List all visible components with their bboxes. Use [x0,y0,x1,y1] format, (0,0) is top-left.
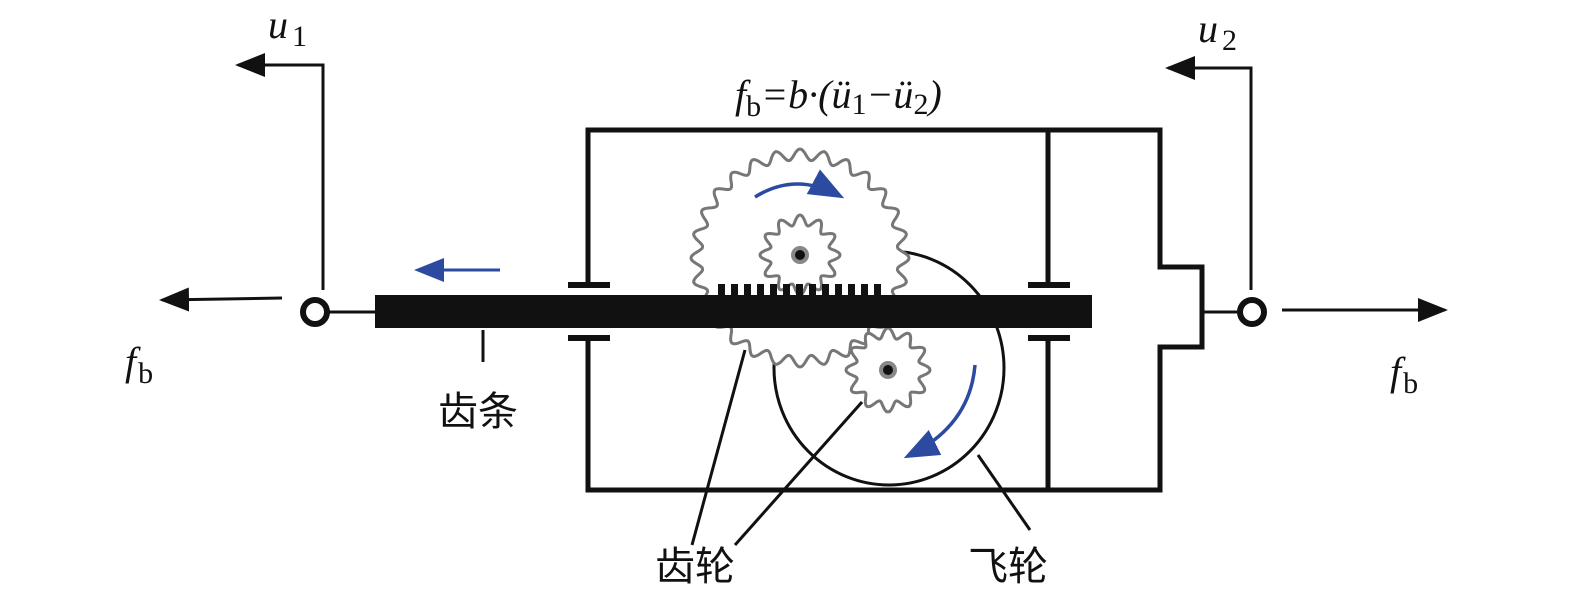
housing [585,127,1205,493]
gear-rotation-arrow [754,169,845,199]
rack-tooth [757,284,764,296]
rack-tooth [809,284,816,296]
u1-arrow [235,53,325,290]
rack-tooth [822,284,829,296]
flywheel-rotation-arrow [903,364,977,459]
right-terminal [1237,297,1267,327]
leader-lines [481,330,1032,546]
rack-tooth [796,284,803,296]
rack-tooth [861,284,868,296]
rack-bar [375,295,1092,328]
lower-gear-hub [879,361,897,379]
rack-tooth [744,284,751,296]
gears [689,147,932,414]
gear-label: 齿轮 [655,544,735,590]
left-force-arrow [159,287,283,312]
piston-plates [568,282,1070,341]
rack-tooth [874,284,881,296]
rack-tooth [848,284,855,296]
rack-tooth [731,284,738,296]
flywheel-label: 飞轮 [968,544,1048,590]
fb-left-label: fb [125,339,153,390]
fb-right-label: fb [1390,349,1418,400]
left-terminal [300,297,330,327]
rack-teeth [718,284,881,296]
rack-tooth [718,284,725,296]
rack-tooth [835,284,842,296]
upper-gear-hub [791,246,809,264]
formula: fb=b·(ü1−ü2) [735,72,942,123]
rack-tooth [770,284,777,296]
u2-arrow [1165,56,1253,290]
rack-label: 齿条 [438,389,518,435]
rack-tooth [783,284,790,296]
